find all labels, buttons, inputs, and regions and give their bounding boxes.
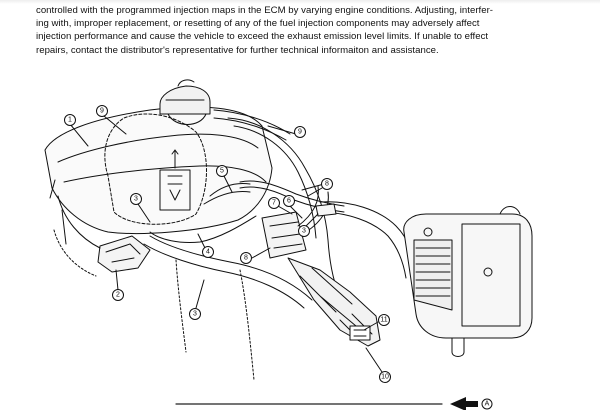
callouts: 1 9 9 3 5 4 2 bbox=[64, 105, 391, 383]
callout-label: 3 bbox=[134, 196, 138, 203]
callout-label: 4 bbox=[206, 249, 210, 256]
callout-label: 3 bbox=[193, 311, 197, 318]
callout-label: 1 bbox=[68, 117, 72, 124]
front-direction-arrow: A bbox=[450, 397, 493, 410]
callout-label: 2 bbox=[116, 292, 120, 299]
clipped-top-text bbox=[0, 0, 600, 4]
fuel-tank bbox=[44, 79, 291, 234]
fuel-pump-assembly bbox=[53, 195, 255, 381]
fuel-system-diagram: A 1 9 9 3 5 4 bbox=[44, 79, 533, 410]
intro-paragraph: controlled with the programmed injection… bbox=[36, 4, 556, 57]
air-box bbox=[403, 206, 533, 357]
intro-line: injection performance and cause the vehi… bbox=[36, 31, 489, 43]
throttle-body-assembly bbox=[261, 183, 381, 347]
callout-label: 11 bbox=[380, 317, 387, 324]
callout-label: 9 bbox=[100, 108, 104, 115]
callout-label: 9 bbox=[298, 129, 302, 136]
callout-label: 5 bbox=[220, 168, 224, 175]
direction-ref-label: A bbox=[485, 401, 490, 408]
callout-label: 8 bbox=[325, 181, 329, 188]
callout-label: 10 bbox=[381, 374, 389, 381]
callout-label: 6 bbox=[287, 198, 291, 205]
callout-label: 7 bbox=[272, 200, 276, 207]
callout-label: 8 bbox=[244, 255, 248, 262]
intro-line: repairs, contact the distributor's repre… bbox=[36, 44, 439, 56]
callout-label: 3 bbox=[302, 228, 306, 235]
intro-line: ing with, improper replacement, or reset… bbox=[36, 18, 480, 30]
intro-line: controlled with the programmed injection… bbox=[36, 5, 494, 16]
